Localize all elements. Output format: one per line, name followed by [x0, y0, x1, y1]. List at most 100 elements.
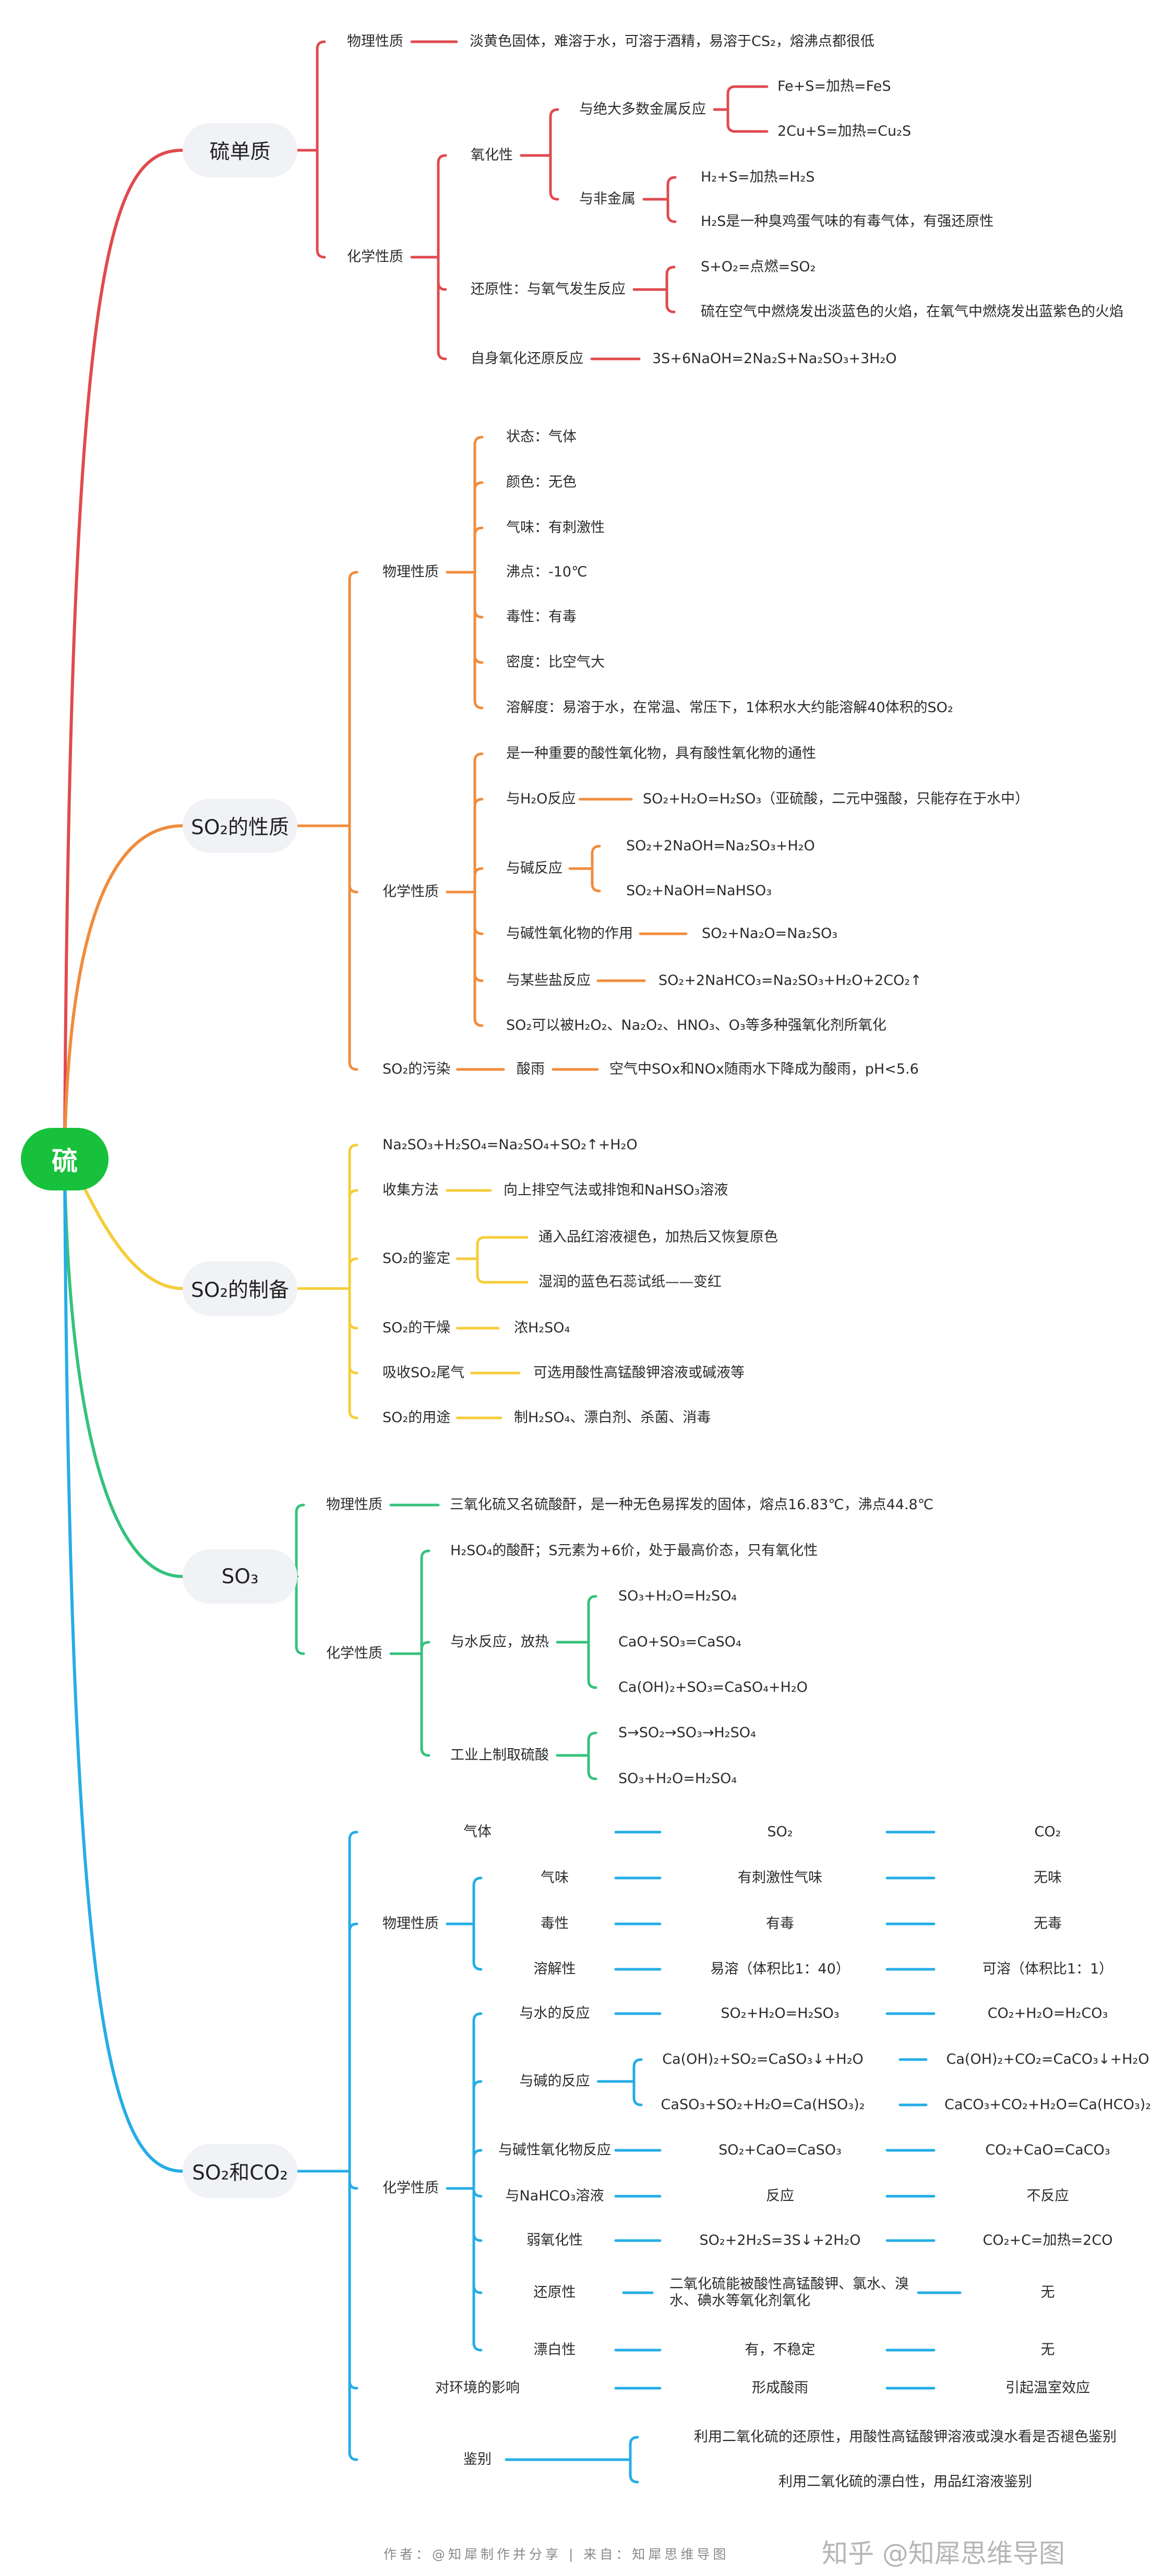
connector: [665, 288, 676, 314]
leaf-label: Fe+S=加热=FeS: [777, 78, 891, 94]
footer-credit: 作者：@知犀制作并分享 | 来自：知犀思维导图: [384, 2547, 729, 2562]
connector: [726, 108, 737, 133]
leaf-label: SO₂+2NaHCO₃=Na₂SO₃+H₂O+2CO₂↑: [658, 972, 922, 989]
so2-value: 有刺激性气味: [738, 1870, 822, 1886]
leaf-label: 溶解度：易溶于水，在常温、常压下，1体积水大约能溶解40体积的SO₂: [506, 700, 953, 716]
leaf-label: SO₃+H₂O=H₂SO₄: [618, 1588, 737, 1604]
connector: [473, 571, 484, 709]
connector: [348, 1287, 358, 1419]
connector: [316, 149, 326, 259]
co2-value: CO₂+C=加热=2CO: [983, 2232, 1113, 2248]
node-label: 与非金属: [579, 191, 636, 207]
connector: [476, 1236, 486, 1260]
connector: [632, 2080, 643, 2106]
leaf-label: 制H₂SO₄、漂白剂、杀菌、消毒: [514, 1410, 711, 1426]
leaf-label: 硫在空气中燃烧发出淡蓝色的火焰，在氧气中燃烧发出蓝紫色的火焰: [701, 304, 1123, 320]
leaf-label: CaO+SO₃=CaSO₄: [618, 1634, 741, 1650]
connector: [473, 436, 484, 574]
footer-watermark: 知乎 @知犀思维导图: [822, 2538, 1065, 2569]
node-label: SO₂的鉴定: [382, 1250, 451, 1267]
co2-value: CO₂+CaO=CaCO₃: [985, 2142, 1110, 2158]
connector: [666, 198, 677, 223]
connector: [587, 1641, 597, 1689]
connector: [295, 1575, 305, 1655]
leaf-label: SO₂+H₂O=H₂SO₃（亚硫酸，二元中强酸，只能存在于水中）: [643, 791, 1029, 807]
compare-label: 气味: [541, 1870, 569, 1886]
node-label: 吸收SO₂尾气: [382, 1365, 465, 1381]
leaf-label: 颜色：无色: [506, 474, 577, 490]
compare-label: 与NaHCO₃溶液: [505, 2188, 604, 2204]
leaf-label: 可选用酸性高锰酸钾溶液或碱液等: [533, 1365, 745, 1381]
branch-node: SO₂的制备: [183, 1261, 297, 1316]
node-label: 物理性质: [382, 564, 439, 580]
co2-value: CaCO₃+CO₂+H₂O=Ca(HCO₃)₂: [944, 2097, 1152, 2113]
connector: [473, 798, 484, 894]
connector: [476, 1257, 486, 1284]
leaf-label: SO₂可以被H₂O₂、Na₂O₂、HNO₃、O₃等多种强氧化剂所氧化: [506, 1017, 887, 1033]
node-label: 物理性质: [382, 1916, 439, 1932]
connector: [726, 85, 737, 111]
connector: [348, 1143, 358, 1290]
node-label: SO₂的污染: [382, 1061, 451, 1077]
compare-label: 弱氧化性: [526, 2232, 583, 2248]
leaf-label: SO₂+NaOH=NaHSO₃: [626, 883, 772, 899]
compare-label: 气体: [463, 1824, 492, 1840]
connector: [472, 1922, 483, 1971]
co2-value: 无味: [1034, 1870, 1062, 1886]
leaf-label: 利用二氧化硫的漂白性，用品红溶液鉴别: [778, 2474, 1032, 2490]
compare-label: 与水的反应: [519, 2005, 590, 2021]
so2-value: SO₂+2H₂S=3S↓+2H₂O: [699, 2232, 861, 2248]
node-label: 收集方法: [382, 1182, 439, 1198]
leaf-label: 浓H₂SO₄: [514, 1320, 570, 1336]
connector: [437, 154, 447, 259]
leaf-label: 毒性：有毒: [506, 609, 577, 625]
leaf-label: 3S+6NaOH=2Na₂S+Na₂SO₃+3H₂O: [652, 351, 897, 367]
node-label: SO₂的干燥: [382, 1320, 451, 1336]
connector: [316, 40, 326, 152]
co2-value: 引起温室效应: [1005, 2380, 1090, 2396]
connector: [587, 1731, 597, 1757]
leaf-label: 是一种重要的酸性氧化物，具有酸性氧化物的通性: [506, 745, 816, 762]
so2-value: CaSO₃+SO₂+H₂O=Ca(HSO₃)₂: [661, 2097, 865, 2113]
node-label: 与H₂O反应: [506, 791, 576, 807]
connector: [472, 2080, 483, 2190]
connector: [348, 1257, 358, 1290]
leaf-label: Na₂SO₃+H₂SO₄=Na₂SO₄+SO₂↑+H₂O: [382, 1137, 638, 1153]
so2-value: 有，不稳定: [745, 2342, 816, 2358]
connector: [348, 1189, 358, 1290]
connector: [420, 1641, 430, 1655]
connector: [629, 2458, 639, 2484]
connector: [591, 845, 601, 870]
connector: [348, 1922, 358, 2173]
node-label: 与碱反应: [506, 860, 562, 876]
connector: [295, 1503, 305, 1578]
so2-value: Ca(OH)₂+SO₂=CaSO₃↓+H₂O: [662, 2051, 864, 2067]
connector: [63, 824, 184, 1145]
leaf-label: 2Cu+S=加热=Cu₂S: [777, 123, 912, 139]
connector: [348, 1831, 358, 2173]
connector: [549, 108, 559, 157]
so2-value: 形成酸雨: [752, 2380, 808, 2396]
leaf-label: 密度：比空气大: [506, 654, 605, 670]
connector: [665, 266, 676, 291]
leaf-label: 淡黄色固体，难溶于水，可溶于酒精，易溶于CS₂，熔沸点都很低: [470, 33, 874, 50]
so2-value: 易溶（体积比1：40）: [710, 1961, 850, 1977]
so2-value: SO₂+CaO=CaSO₃: [718, 2142, 842, 2158]
co2-value: 可溶（体积比1：1）: [982, 1961, 1113, 1977]
node-label: 还原性：与氧气发生反应: [471, 281, 626, 297]
node-label: 与碱性氧化物的作用: [506, 925, 633, 942]
node-label: 与某些盐反应: [506, 972, 591, 989]
compare-label: 漂白性: [533, 2342, 576, 2358]
connector: [591, 867, 601, 893]
co2-value: Ca(OH)₂+CO₂=CaCO₃↓+H₂O: [946, 2051, 1149, 2067]
branch-node: SO₂和CO₂: [183, 2144, 297, 2198]
connector: [348, 571, 358, 827]
leaf-label: H₂S是一种臭鸡蛋气味的有毒气体，有强还原性: [701, 213, 994, 230]
connector: [437, 256, 447, 360]
connector: [420, 1549, 430, 1655]
connector: [629, 2436, 639, 2461]
leaf-label: S→SO₂→SO₃→H₂SO₄: [618, 1725, 756, 1741]
leaf-label: 空气中SOx和NOx随雨水下降成为酸雨，pH<5.6: [609, 1061, 919, 1077]
connector: [472, 2012, 483, 2190]
